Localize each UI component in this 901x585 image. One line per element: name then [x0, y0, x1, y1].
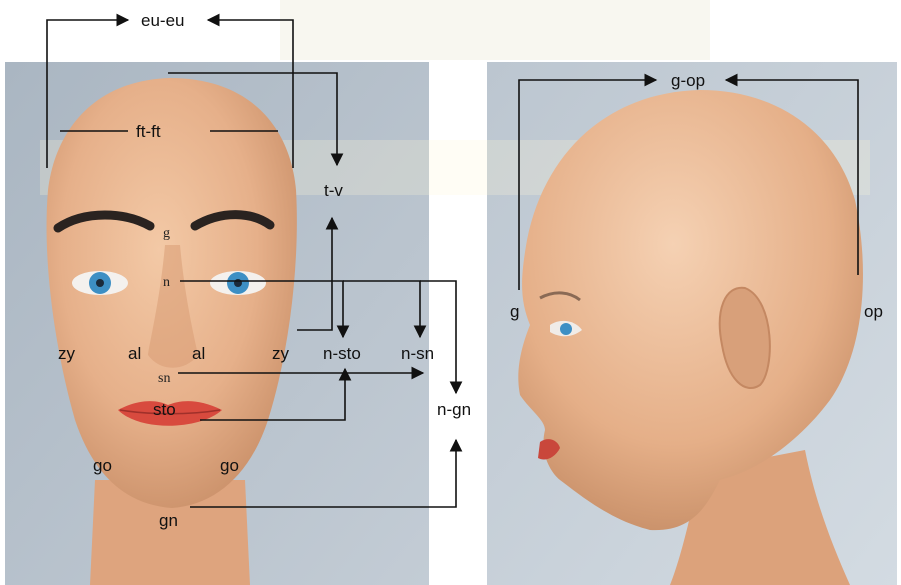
label-t-v: t-v — [324, 181, 343, 200]
label-ft-ft: ft-ft — [136, 122, 161, 141]
label-zy-left: zy — [58, 344, 76, 363]
side-iris — [560, 323, 572, 335]
label-n-sto: n-sto — [323, 344, 361, 363]
label-gn: gn — [159, 511, 178, 530]
label-sto: sto — [153, 400, 176, 419]
label-n-front: n — [163, 275, 170, 290]
label-go-left: go — [93, 456, 112, 475]
label-al-right: al — [192, 344, 205, 363]
label-n-gn: n-gn — [437, 400, 471, 419]
label-sn: sn — [158, 371, 170, 386]
watermark-area — [280, 0, 710, 60]
label-go-right: go — [220, 456, 239, 475]
left-pupil — [96, 279, 104, 287]
label-g-op: g-op — [671, 71, 705, 90]
label-g-front: g — [163, 226, 170, 241]
label-zy-right: zy — [272, 344, 290, 363]
label-g-side: g — [510, 302, 519, 321]
label-n-sn: n-sn — [401, 344, 434, 363]
label-eu-eu: eu-eu — [141, 11, 184, 30]
label-op: op — [864, 302, 883, 321]
label-al-left: al — [128, 344, 141, 363]
